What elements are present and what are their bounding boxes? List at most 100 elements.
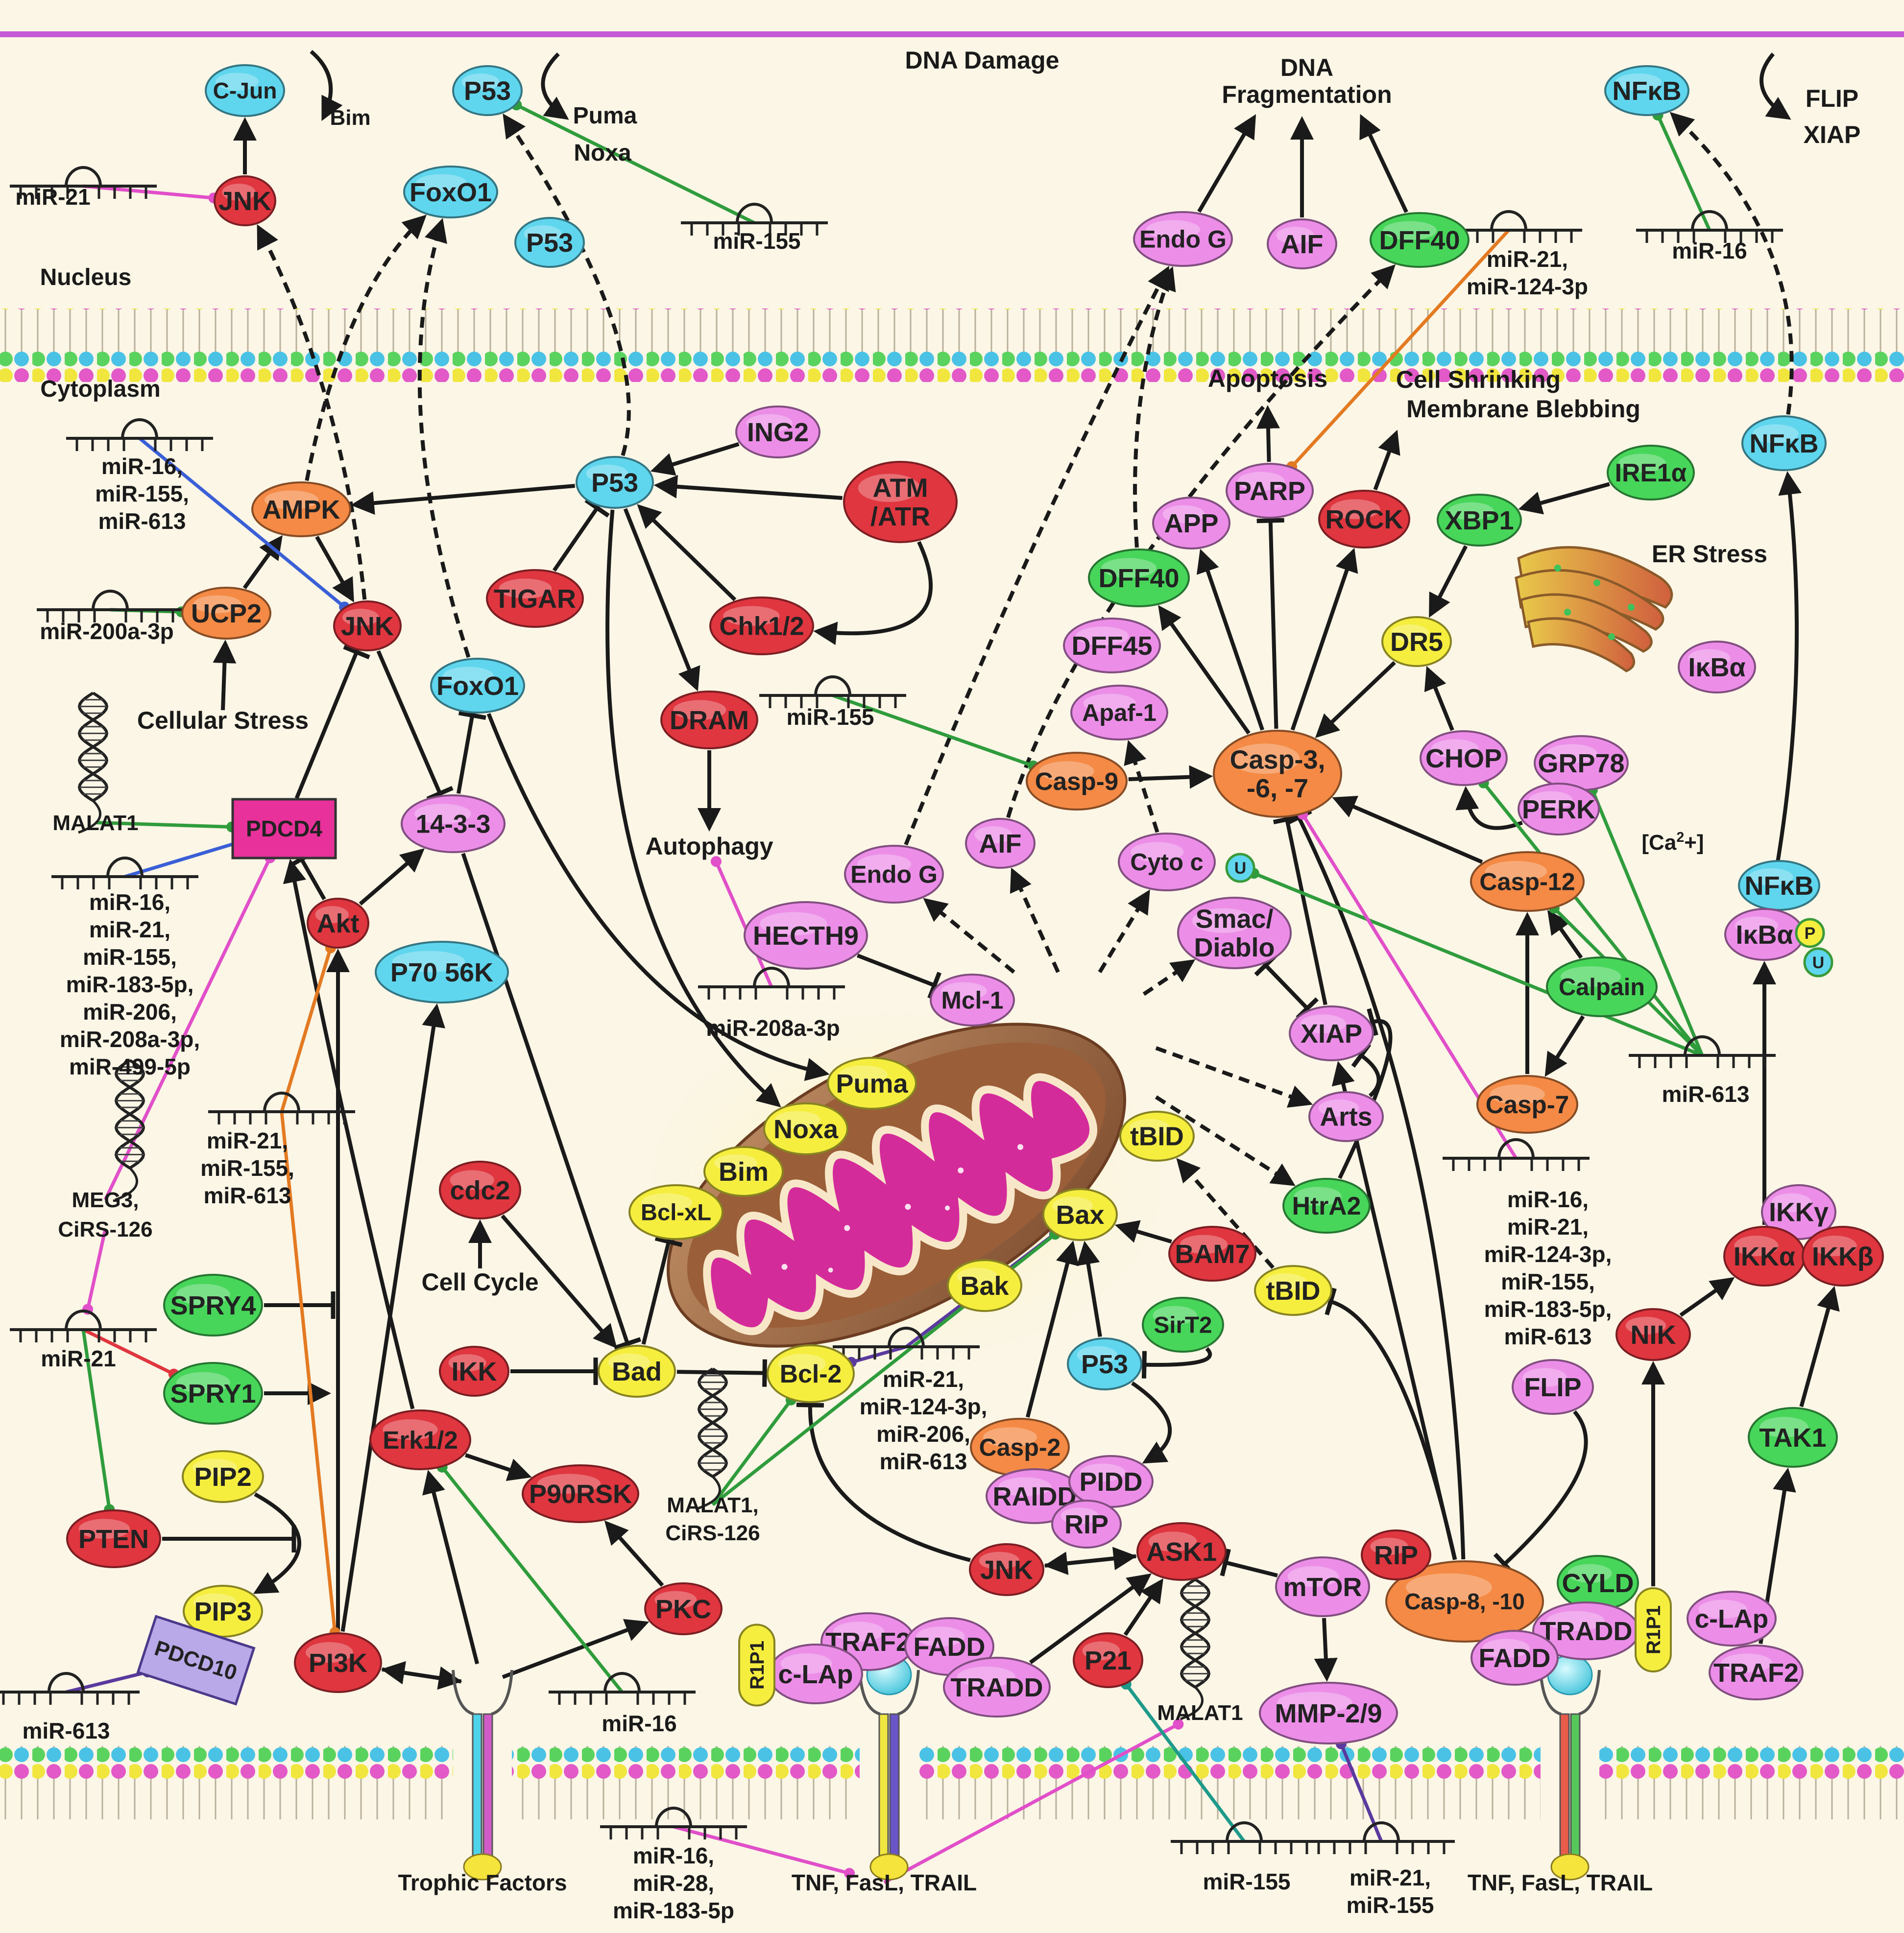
node-akt[interactable]: Akt [307, 898, 369, 949]
node-pten[interactable]: PTEN [66, 1509, 161, 1568]
node-cyld[interactable]: CYLD [1557, 1555, 1639, 1611]
node-aif_n[interactable]: AIF [1267, 218, 1337, 269]
node-jnk_n[interactable]: JNK [214, 175, 276, 226]
node-traf2_r[interactable]: TRAF2 [1709, 1645, 1804, 1700]
node-p53_n[interactable]: P53 [514, 217, 585, 268]
node-pip2[interactable]: PIP2 [182, 1450, 264, 1503]
node-ikk[interactable]: IKK [439, 1346, 509, 1397]
node-mtor[interactable]: mTOR [1275, 1556, 1370, 1617]
node-p7056k[interactable]: P70 56K [375, 941, 509, 1003]
node-hecth9[interactable]: HECTH9 [744, 901, 868, 970]
node-bad[interactable]: Bad [598, 1345, 676, 1398]
node-ikba_c2[interactable]: IκBα [1724, 908, 1805, 961]
node-chop[interactable]: CHOP [1420, 730, 1508, 786]
node-bam7[interactable]: BAM7 [1168, 1226, 1256, 1282]
node-pkc[interactable]: PKC [644, 1582, 723, 1635]
node-r1p1_l[interactable]: R1P1 [738, 1623, 775, 1707]
node-mcl1[interactable]: Mcl-1 [930, 974, 1015, 1026]
node-p53_top[interactable]: P53 [452, 65, 523, 116]
node-arts[interactable]: Arts [1308, 1091, 1384, 1142]
node-ing2[interactable]: ING2 [735, 406, 820, 458]
node-dram[interactable]: DRAM [660, 691, 758, 749]
node-chk12[interactable]: Chk1/2 [709, 597, 814, 655]
node-bclxl[interactable]: Bcl-xL [628, 1184, 723, 1240]
node-rip_r[interactable]: RIP [1361, 1529, 1431, 1580]
node-ikkb[interactable]: IKKβ [1802, 1226, 1884, 1287]
node-jnk_c[interactable]: JNK [333, 600, 402, 651]
node-bim[interactable]: Bim [703, 1146, 784, 1197]
node-mmp[interactable]: MMP-2/9 [1259, 1682, 1398, 1744]
node-nfkb_n[interactable]: NFκB [1604, 65, 1689, 116]
node-foxo1_c[interactable]: FoxO1 [430, 658, 525, 714]
node-pip3[interactable]: PIP3 [183, 1585, 263, 1638]
node-p21[interactable]: P21 [1073, 1632, 1143, 1688]
node-x1433[interactable]: 14-3-3 [401, 794, 506, 853]
node-spry4[interactable]: SPRY4 [163, 1274, 263, 1336]
node-casp3[interactable]: Casp-3,-6, -7 [1213, 730, 1342, 818]
node-flip[interactable]: FLIP [1512, 1359, 1594, 1415]
node-grp78[interactable]: GRP78 [1534, 735, 1629, 791]
node-p53_c[interactable]: P53 [576, 456, 654, 509]
node-sirt2[interactable]: SirT2 [1142, 1297, 1224, 1353]
node-nfkb_c2[interactable]: NFκB [1738, 860, 1820, 911]
node-p90rsk[interactable]: P90RSK [522, 1464, 639, 1523]
node-cytoc[interactable]: Cyto c [1118, 833, 1216, 891]
node-calpain[interactable]: Calpain [1546, 956, 1658, 1017]
node-p53_m[interactable]: P53 [1067, 1337, 1142, 1390]
node-clap_l[interactable]: c-LAp [768, 1644, 863, 1704]
node-rock[interactable]: ROCK [1318, 490, 1410, 549]
node-tbid2[interactable]: tBID [1254, 1265, 1332, 1316]
node-smac[interactable]: Smac/Diablo [1177, 897, 1292, 969]
node-puma[interactable]: Puma [827, 1057, 917, 1110]
node-dr5[interactable]: DR5 [1381, 616, 1452, 667]
node-tbid1[interactable]: tBID [1119, 1111, 1195, 1162]
node-dff40_c[interactable]: DFF40 [1088, 549, 1190, 607]
node-pidd[interactable]: PIDD [1068, 1455, 1154, 1508]
node-casp12[interactable]: Casp-12 [1470, 851, 1585, 912]
node-bcl2[interactable]: Bcl-2 [767, 1344, 855, 1403]
node-rip_m[interactable]: RIP [1051, 1500, 1122, 1549]
node-endog_n[interactable]: Endo G [1133, 211, 1233, 267]
node-ire1a[interactable]: IRE1α [1607, 445, 1695, 501]
node-aif_c[interactable]: AIF [965, 818, 1036, 869]
node-endog_c[interactable]: Endo G [844, 845, 944, 904]
node-ucp2[interactable]: UCP2 [181, 587, 271, 640]
node-ampk[interactable]: AMPK [251, 481, 351, 537]
node-apaf1[interactable]: Apaf-1 [1070, 685, 1168, 740]
node-casp8[interactable]: Casp-8, -10 [1385, 1560, 1544, 1643]
node-foxo1_n[interactable]: FoxO1 [403, 166, 498, 218]
node-nik[interactable]: NIK [1615, 1308, 1691, 1361]
node-casp2[interactable]: Casp-2 [970, 1418, 1070, 1477]
node-htra2[interactable]: HtrA2 [1282, 1178, 1371, 1234]
node-pdcd4[interactable]: PDCD4 [231, 798, 337, 859]
node-tradd_l[interactable]: TRADD [943, 1657, 1051, 1718]
node-fadd_r[interactable]: FADD [1470, 1630, 1559, 1686]
node-app[interactable]: APP [1152, 497, 1230, 549]
node-tigar[interactable]: TIGAR [486, 569, 584, 628]
node-bax[interactable]: Bax [1042, 1188, 1118, 1241]
node-dff45[interactable]: DFF45 [1063, 618, 1161, 673]
node-tradd_r[interactable]: TRADD [1532, 1601, 1640, 1660]
node-tak1[interactable]: TAK1 [1748, 1407, 1838, 1468]
node-nfkb_c[interactable]: NFκB [1741, 415, 1827, 471]
node-clap_r[interactable]: c-LAp [1687, 1591, 1777, 1647]
node-ask1[interactable]: ASK1 [1136, 1522, 1227, 1581]
node-ikka[interactable]: IKKα [1723, 1226, 1806, 1287]
node-parp[interactable]: PARP [1226, 463, 1314, 519]
node-pi3k[interactable]: PI3K [294, 1632, 382, 1693]
node-jnk_b[interactable]: JNK [969, 1543, 1044, 1596]
node-xbp1[interactable]: XBP1 [1437, 494, 1522, 547]
node-cdc2[interactable]: cdc2 [439, 1161, 521, 1219]
node-ikba_c[interactable]: IκBα [1678, 641, 1756, 693]
node-pdcd10[interactable]: PDCD10 [136, 1615, 256, 1706]
node-ikkg[interactable]: IKKγ [1761, 1184, 1836, 1240]
node-r1p1_r[interactable]: R1P1 [1635, 1587, 1672, 1672]
node-cjun[interactable]: C-Jun [205, 64, 285, 117]
node-atm[interactable]: ATM/ATR [843, 461, 958, 543]
node-noxa[interactable]: Noxa [763, 1102, 848, 1155]
node-bak[interactable]: Bak [947, 1259, 1022, 1312]
node-dff40_n[interactable]: DFF40 [1370, 212, 1470, 268]
node-casp9[interactable]: Casp-9 [1026, 752, 1128, 811]
node-xiap[interactable]: XIAP [1289, 1005, 1374, 1061]
node-erk[interactable]: Erk1/2 [369, 1409, 471, 1470]
